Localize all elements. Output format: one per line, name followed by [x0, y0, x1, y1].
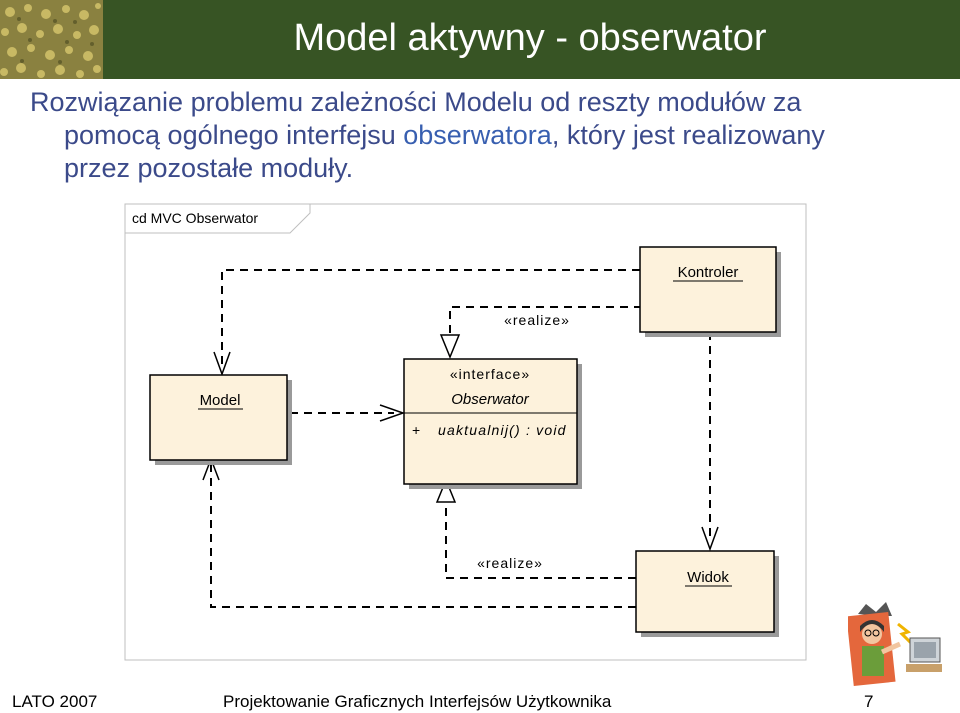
interface-name: Obserwator [451, 391, 530, 408]
observer-highlight: obserwatora [403, 120, 552, 150]
frame-label-tab [125, 204, 311, 234]
dependency-line-widok-model [210, 462, 636, 608]
header-photo [0, 0, 103, 79]
body-line-1: Rozwiązanie problemu zależności Modelu o… [30, 87, 802, 117]
arrowhead-widok-top [701, 526, 719, 552]
interface-obserwator: «interface» Obserwator + uaktualnij() : … [403, 358, 582, 489]
frame-label: cd MVC Obserwator [132, 210, 258, 226]
class-kontroler-name: Kontroler [678, 264, 739, 281]
realization-triangle-top [439, 334, 461, 359]
realize-line-widok [445, 503, 636, 579]
class-kontroler: Kontroler [639, 246, 781, 337]
class-widok: Widok [635, 550, 779, 637]
frustrated-user-clipart [846, 602, 944, 692]
title-bar: Model aktywny - obserwator [0, 0, 960, 79]
arrowhead-model-top [213, 351, 231, 377]
class-model: Model [149, 374, 292, 465]
operation-visibility: + [412, 422, 420, 438]
body-line-2-end: , który jest realizowany [551, 120, 825, 150]
realization-triangle-bottom [435, 478, 457, 503]
realize-label-bottom: «realize» [477, 555, 543, 571]
class-model-name: Model [200, 392, 241, 409]
body-line-3: przez pozostałe moduły. [64, 153, 354, 183]
slide-title: Model aktywny - obserwator [293, 17, 767, 59]
footer-semester: LATO 2007 [12, 692, 98, 711]
operation-signature: uaktualnij() : void [438, 422, 567, 438]
body-line-2: pomocą ogólnego interfejsu obserwatora, … [30, 119, 930, 152]
body-paragraph: Rozwiązanie problemu zależności Modelu o… [30, 86, 930, 185]
realize-label-top: «realize» [504, 312, 570, 328]
body-line-2-start: pomocą ogólnego interfejsu [64, 120, 404, 150]
arrowhead-observer-left [379, 404, 406, 422]
footer-course: Projektowanie Graficznych Interfejsów Uż… [223, 692, 612, 711]
class-widok-name: Widok [687, 569, 729, 586]
realize-line-kontroler [449, 306, 670, 336]
interface-stereotype: «interface» [450, 366, 530, 382]
page-number: 7 [864, 692, 874, 711]
